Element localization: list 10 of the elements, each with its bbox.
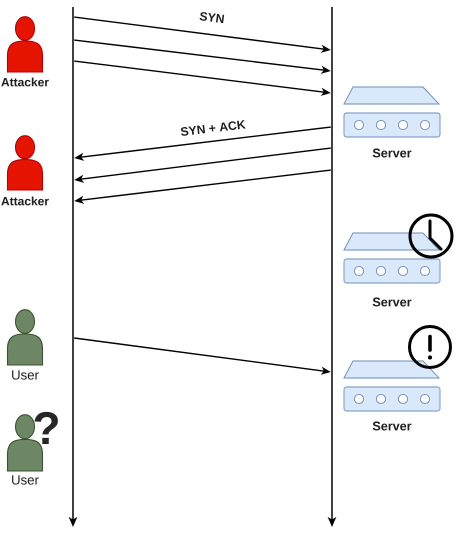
edge-label: SYN xyxy=(198,10,226,24)
node-caption: Attacker xyxy=(1,78,49,86)
node-caption: Server xyxy=(372,298,412,306)
question-mark: ? xyxy=(34,412,58,444)
node-caption: Attacker xyxy=(1,196,49,206)
node-caption: User xyxy=(12,475,39,485)
edge-label: SYN + ACK xyxy=(178,118,248,138)
node-caption: Server xyxy=(372,148,412,158)
node-caption: User xyxy=(12,370,39,380)
node-caption: Server xyxy=(372,422,412,430)
